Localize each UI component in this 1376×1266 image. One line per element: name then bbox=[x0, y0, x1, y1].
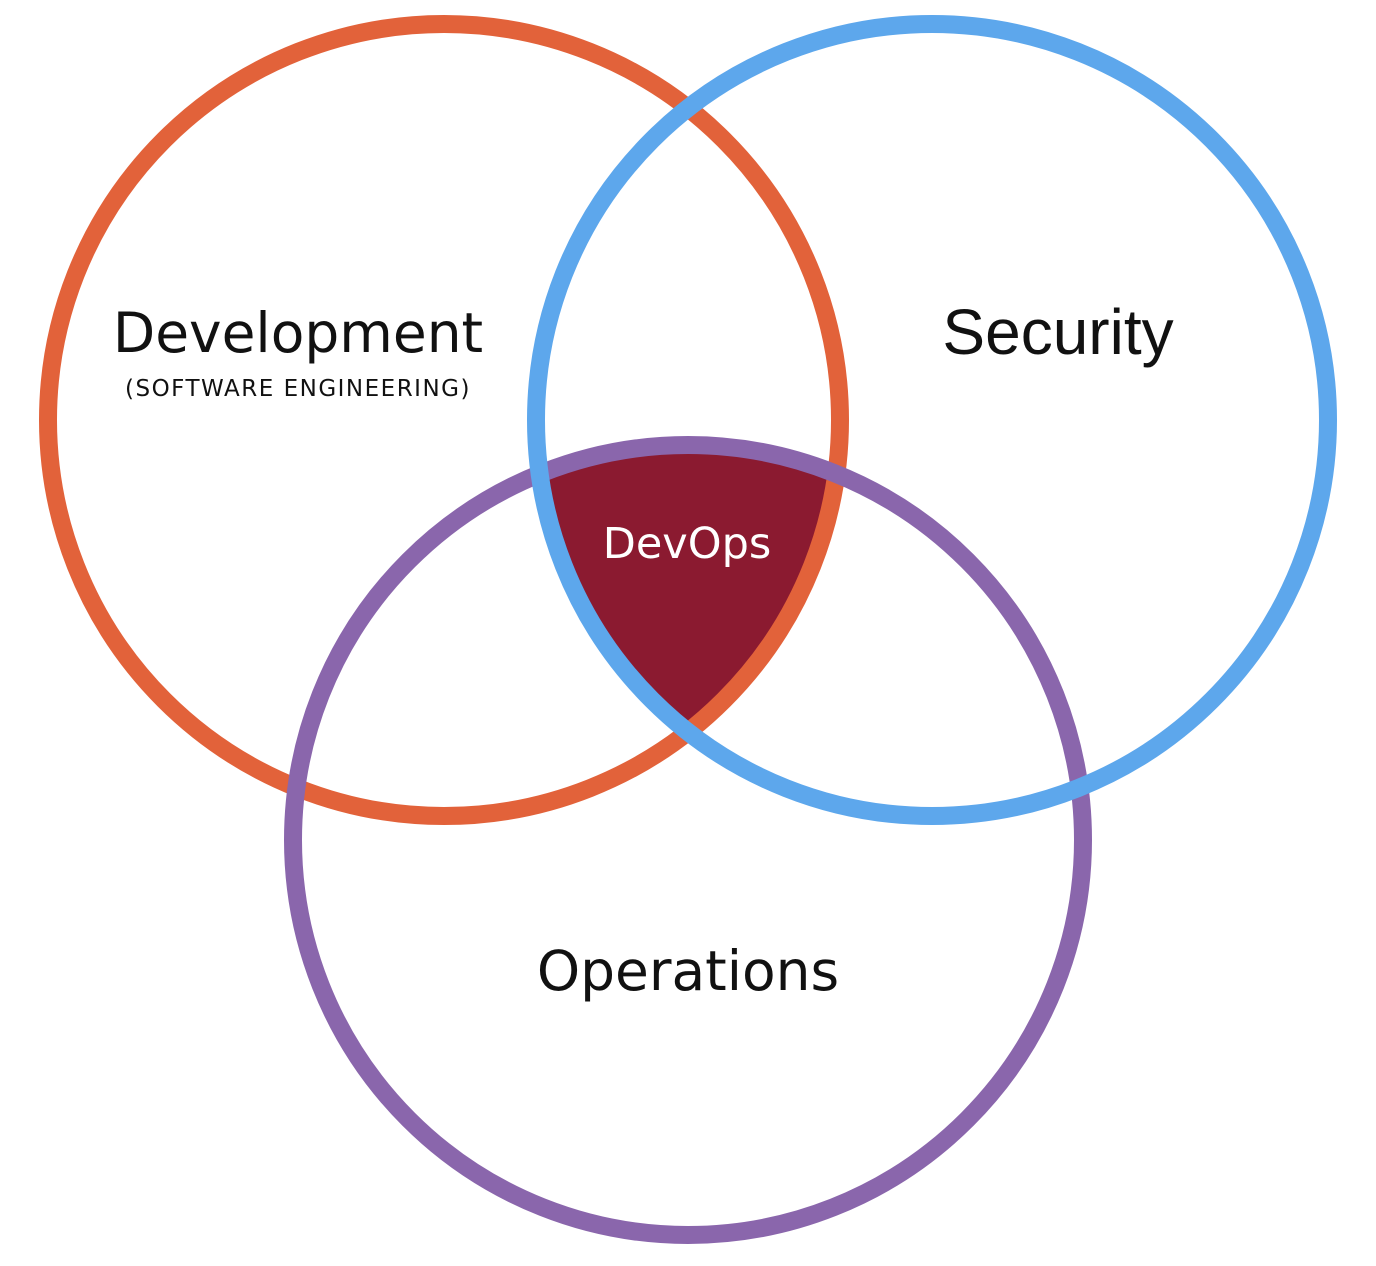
development-sublabel: (SOFTWARE ENGINEERING) bbox=[125, 376, 471, 402]
operations-circle bbox=[284, 436, 1092, 1244]
operations-label: Operations bbox=[537, 939, 839, 1003]
development-label: Development bbox=[113, 301, 483, 365]
devops-label: DevOps bbox=[603, 519, 772, 569]
security-label: Security bbox=[942, 296, 1173, 368]
security-circle bbox=[527, 15, 1337, 825]
development-circle bbox=[39, 15, 849, 825]
